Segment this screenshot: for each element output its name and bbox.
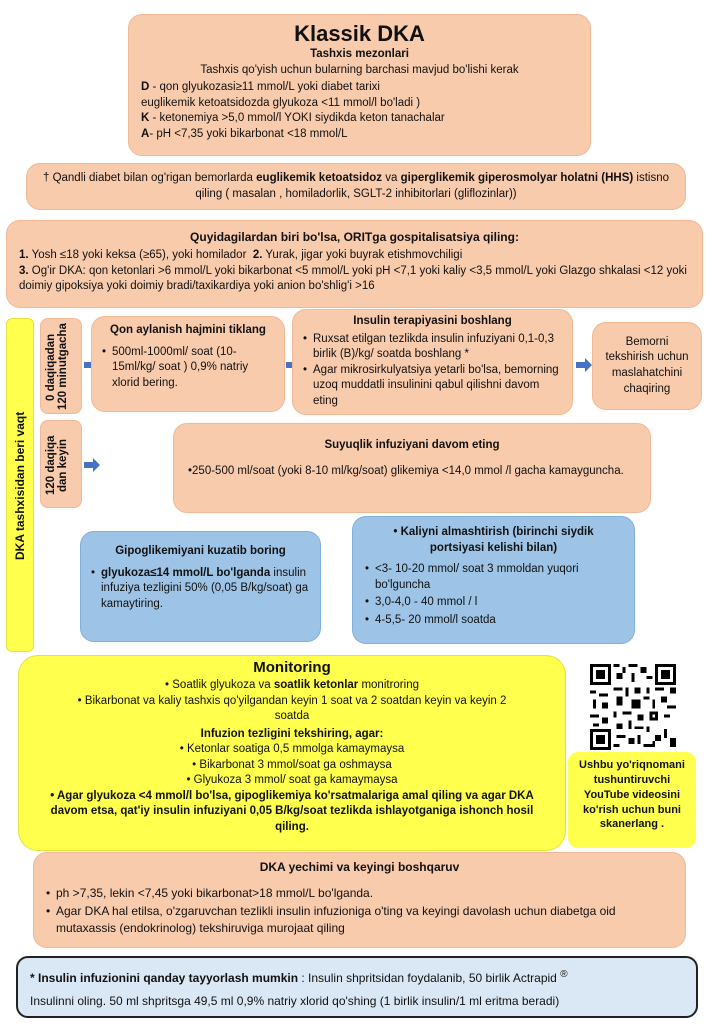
monitoring-check-text: Ketonlar soatiga 0,5 mmolga kamaymaysa <box>186 743 405 756</box>
note-text-3: istisno qiling ( masalan , homiladorlik,… <box>195 172 670 200</box>
time-label-after-120: 120 daqiqa dan keyin <box>40 420 82 508</box>
exclusion-note-box: † Qandli diabet bilan og'rigan bemorlard… <box>26 163 686 210</box>
time-label-0-120: 0 daqiqadan 120 minutgacha <box>40 318 82 414</box>
consultant-box: Bemorni tekshirish uchun maslahatchini c… <box>592 322 702 410</box>
volume-restore-title: Qon aylanish hajmini tiklang <box>110 324 266 336</box>
criterion-a-text: - pH <7,35 yoki bikarbonat <18 mmol/L <box>149 127 348 140</box>
potassium-title-text: Kaliyni almashtirish (birinchi siydik po… <box>400 526 594 554</box>
fluid-infusion-box: Suyuqlik infuziyani davom eting •250-500… <box>173 423 651 513</box>
line-2-number: 2. <box>252 249 263 262</box>
time-label-0-120-text: 0 daqiqadan 120 minutgacha <box>45 323 69 411</box>
arrow-right-icon <box>576 358 592 372</box>
hospitalization-title: Quyidagilardan biri bo'lsa, ORITga gospi… <box>190 230 519 244</box>
footnote-star: * <box>30 971 35 985</box>
insulin-therapy-box: Insulin terapiyasini boshlang Ruxsat eti… <box>292 309 573 415</box>
potassium-title: • Kaliyni almashtirish (birinchi siydik … <box>393 526 594 554</box>
arrow-right-icon <box>84 458 100 472</box>
potassium-item: 3,0-4,0 - 40 mmol / l <box>365 595 622 611</box>
criterion-d: D - qon glyukozasi≥11 mmol/L yoki diabet… <box>139 80 580 96</box>
monitoring-check: • Glyukoza 3 mmol/ soat ga kamaymaysa <box>186 774 398 787</box>
monitoring-check: • Bikarbonat 3 mmol/soat ga oshmaysa <box>192 758 392 771</box>
timeline-side-label: DKA tashxisidan beri vaqt <box>13 411 27 561</box>
insulin-therapy-item: Ruxsat etilgan tezlikda insulin infuziya… <box>303 332 562 363</box>
monitoring-item-1c: monitroring <box>358 679 419 691</box>
monitoring-item-2-text: Bikarbonat va kaliy tashxis qo'yilgandan… <box>84 694 507 723</box>
resolution-item: Agar DKA hal etilsa, o'zgaruvchan tezlik… <box>46 903 673 935</box>
insulin-preparation-title: Insulin infuzionini qanday tayyorlash mu… <box>34 971 299 985</box>
insulin-therapy-list: Ruxsat etilgan tezlikda insulin infuziya… <box>303 332 562 410</box>
resolution-title: DKA yechimi va keyingi boshqaruv <box>259 860 460 874</box>
monitoring-subtitle: Infuzion tezligini tekshiring, agar: <box>200 727 384 740</box>
monitoring-item-1b: soatlik ketonlar <box>273 679 359 691</box>
fluid-infusion-text: •250-500 ml/soat (yoki 8-10 ml/kg/soat) … <box>188 464 624 477</box>
monitoring-item-1a: Soatlik glyukoza va <box>172 679 274 691</box>
insulin-preparation-text-2: Insulinni oling. 50 ml shpritsga 49,5 ml… <box>30 994 560 1008</box>
potassium-item: 4-5,5- 20 mmol/l soatda <box>365 613 622 629</box>
hospitalization-line-3: 3. Og'ir DKA: qon ketonlari >6 mmol/L yo… <box>19 264 690 295</box>
volume-restore-box: Qon aylanish hajmini tiklang 500ml-1000m… <box>91 316 285 412</box>
resolution-box: DKA yechimi va keyingi boshqaruv ph >7,3… <box>33 852 686 948</box>
hypoglycemia-threshold: glyukoza≤14 mmol/L bo'lganda <box>101 566 271 579</box>
classic-dka-box: Klassik DKA Tashxis mezonlari Tashxis qo… <box>128 14 591 156</box>
fluid-infusion-title: Suyuqlik infuziyani davom eting <box>324 439 500 451</box>
criterion-k-text: - ketonemiya >5,0 mmol/l YOKI siydikda k… <box>149 112 445 125</box>
criterion-d-letter: D <box>141 81 150 94</box>
qr-caption-box: Ushbu yo'riqnomani tushuntiruvchi YouTub… <box>568 752 696 848</box>
insulin-preparation-line-1: * Insulin infuzionini qanday tayyorlash … <box>30 966 684 987</box>
insulin-preparation-box: * Insulin infuzionini qanday tayyorlash … <box>16 956 698 1018</box>
line-1-text: Yosh ≤18 yoki keksa (≥65), yoki homilado… <box>28 249 247 262</box>
qr-caption-text: Ushbu yo'riqnomani tushuntiruvchi YouTub… <box>579 759 685 831</box>
resolution-item: ph >7,35, lekin <7,45 yoki bikarbonat>18… <box>46 885 673 901</box>
monitoring-check: • Ketonlar soatiga 0,5 mmolga kamaymaysa <box>179 743 405 756</box>
note-bold-1: euglikemik ketoatsidoz <box>256 172 383 184</box>
volume-restore-list: 500ml-1000ml/ soat (10-15ml/kg/ soat ) 0… <box>102 345 274 392</box>
hypoglycemia-title: Gipoglikemiyani kuzatib boring <box>115 545 286 557</box>
criteria-subtitle: Tashxis mezonlari <box>310 48 409 60</box>
monitoring-warning-text: Agar glyukoza <4 mmol/l bo'lsa, gipoglik… <box>50 789 534 833</box>
resolution-list: ph >7,35, lekin <7,45 yoki bikarbonat>18… <box>46 885 673 936</box>
timeline-side-bar: DKA tashxisidan beri vaqt <box>6 318 34 652</box>
monitoring-warning: • Agar glyukoza <4 mmol/l bo'lsa, gipogl… <box>50 789 534 833</box>
line-2-text: Yurak, jigar yoki buyrak etishmovchiligi <box>262 249 463 262</box>
monitoring-item-1: • Soatlik glyukoza va soatlik ketonlar m… <box>165 679 419 691</box>
registered-mark: ® <box>560 969 568 980</box>
insulin-therapy-item: Agar mikrosirkulyatsiya yetarli bo'lsa, … <box>303 363 562 410</box>
line-1-number: 1. <box>19 249 29 262</box>
qr-code-icon[interactable] <box>590 664 676 750</box>
criterion-a-letter: A <box>141 127 150 140</box>
line-3-number: 3. <box>19 264 29 277</box>
time-label-after-120-text: 120 daqiqa dan keyin <box>45 435 69 495</box>
note-text-2: va <box>382 172 401 184</box>
hospitalization-box: Quyidagilardan biri bo'lsa, ORITga gospi… <box>6 220 703 308</box>
criteria-intro: Tashxis qo'yish uchun bularning barchasi… <box>200 63 519 76</box>
consultant-text: Bemorni tekshirish uchun maslahatchini c… <box>605 335 689 395</box>
hypoglycemia-box: Gipoglikemiyani kuzatib boring glyukoza≤… <box>80 531 321 642</box>
hypoglycemia-action: insulin infuziya tezligini 50% (0,05 B/k… <box>101 566 309 610</box>
criterion-d-text: - qon glyukozasi≥11 mmol/L yoki diabet t… <box>149 81 380 94</box>
potassium-item: <3- 10-20 mmol/ soat 3 mmoldan yuqori bo… <box>365 562 622 593</box>
monitoring-check-text: Glyukoza 3 mmol/ soat ga kamaymaysa <box>193 774 398 787</box>
insulin-preparation-text-1: : Insulin shpritsidan foydalanib, 50 bir… <box>298 971 557 985</box>
criterion-k-letter: K <box>141 112 150 125</box>
potassium-box: • Kaliyni almashtirish (birinchi siydik … <box>352 516 635 644</box>
monitoring-title: Monitoring <box>253 659 331 676</box>
criterion-d-note: euglikemik ketoatsidozda glyukoza <11 mm… <box>141 96 421 109</box>
hospitalization-line-1: 1. Yosh ≤18 yoki keksa (≥65), yoki homil… <box>19 248 690 264</box>
monitoring-box: Monitoring • Soatlik glyukoza va soatlik… <box>18 655 566 851</box>
line-3-text: Og'ir DKA: qon ketonlari >6 mmol/L yoki … <box>19 264 687 293</box>
note-text-1: † Qandli diabet bilan og'rigan bemorlard… <box>42 172 257 184</box>
monitoring-item-2: • Bikarbonat va kaliy tashxis qo'yilgand… <box>77 694 507 723</box>
criterion-a: A- pH <7,35 yoki bikarbonat <18 mmol/L <box>139 127 580 143</box>
insulin-therapy-title: Insulin terapiyasini boshlang <box>353 315 512 327</box>
note-bold-2: giperglikemik giperosmolyar holatni (HHS… <box>400 172 634 184</box>
classic-dka-title: Klassik DKA <box>294 21 425 46</box>
hypoglycemia-item: glyukoza≤14 mmol/L bo'lganda insulin inf… <box>91 566 310 613</box>
volume-restore-item: 500ml-1000ml/ soat (10-15ml/kg/ soat ) 0… <box>102 345 274 392</box>
criterion-k: K - ketonemiya >5,0 mmol/l YOKI siydikda… <box>139 111 580 127</box>
hypoglycemia-list: glyukoza≤14 mmol/L bo'lganda insulin inf… <box>91 566 310 613</box>
monitoring-check-text: Bikarbonat 3 mmol/soat ga oshmaysa <box>199 758 392 771</box>
potassium-list: <3- 10-20 mmol/ soat 3 mmoldan yuqori bo… <box>365 562 622 628</box>
